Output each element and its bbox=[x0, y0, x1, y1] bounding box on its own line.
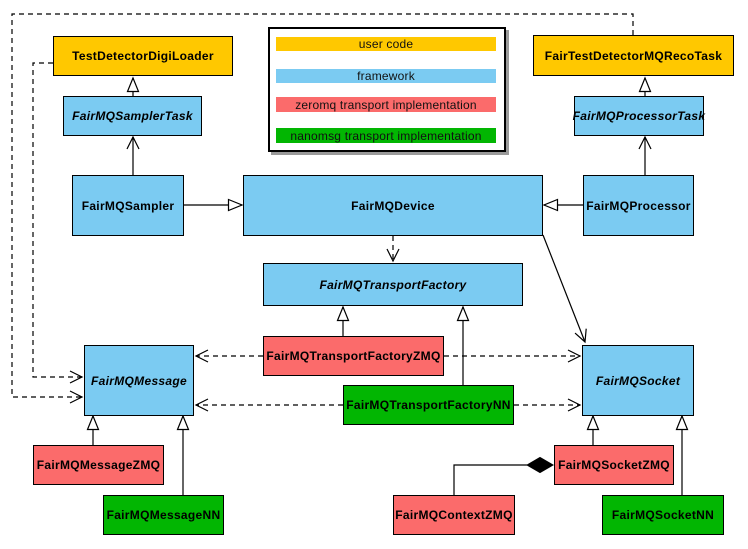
node-label: FairMQSamplerTask bbox=[72, 109, 193, 123]
node-fairtestdetectormqrecotask: FairTestDetectorMQRecoTask bbox=[533, 35, 734, 76]
node-fairmqmessage: FairMQMessage bbox=[84, 345, 194, 416]
node-label: FairMQMessageNN bbox=[106, 508, 221, 522]
node-fairmqsocketnn: FairMQSocketNN bbox=[602, 495, 724, 535]
node-label: FairMQTransportFactoryNN bbox=[346, 398, 511, 412]
node-label: FairMQSocketNN bbox=[611, 508, 715, 522]
node-fairmqprocessortask: FairMQProcessorTask bbox=[572, 96, 706, 136]
legend-label: zeromq transport implementation bbox=[295, 97, 477, 112]
node-fairmqsampler: FairMQSampler bbox=[72, 175, 184, 236]
node-label: TestDetectorDigiLoader bbox=[72, 49, 214, 63]
edge-digiloader-message bbox=[32, 62, 84, 384]
node-label: FairMQDevice bbox=[351, 198, 435, 213]
edge-contextzmq-socketzmq bbox=[453, 464, 527, 495]
node-fairmqdevice: FairMQDevice bbox=[243, 175, 543, 236]
node-label: FairMQTransportFactoryZMQ bbox=[266, 349, 441, 363]
node-fairmqtransportfactoryzmq: FairMQTransportFactoryZMQ bbox=[263, 336, 444, 376]
node-fairmqcontextzmq: FairMQContextZMQ bbox=[393, 495, 515, 535]
composition-diamond-icon bbox=[525, 456, 555, 474]
legend-label: nanomsg transport implementation bbox=[290, 128, 482, 143]
node-fairmqmessagezmq: FairMQMessageZMQ bbox=[33, 445, 164, 485]
node-fairmqsocketzmq: FairMQSocketZMQ bbox=[554, 445, 674, 485]
legend-label: framework bbox=[357, 69, 415, 83]
edge-recotask-message bbox=[11, 13, 634, 404]
node-label: FairMQProcessorTask bbox=[572, 109, 706, 123]
legend-label: user code bbox=[358, 37, 414, 51]
node-label: FairTestDetectorMQRecoTask bbox=[544, 48, 723, 63]
node-testdetectordigiloader: TestDetectorDigiLoader bbox=[53, 36, 233, 76]
node-fairmqtransportfactory: FairMQTransportFactory bbox=[263, 263, 523, 306]
node-label: FairMQTransportFactory bbox=[319, 277, 467, 292]
edge-device-socket bbox=[542, 234, 587, 344]
node-label: FairMQSampler bbox=[81, 198, 175, 213]
node-label: FairMQProcessor bbox=[586, 198, 691, 213]
legend-item-zeromq: zeromq transport implementation bbox=[276, 97, 496, 112]
node-label: FairMQContextZMQ bbox=[395, 508, 513, 522]
node-label: FairMQSocket bbox=[595, 373, 681, 388]
legend-item-nanomsg: nanomsg transport implementation bbox=[276, 128, 496, 143]
node-fairmqsamplertask: FairMQSamplerTask bbox=[63, 96, 202, 136]
legend-item-framework: framework bbox=[276, 69, 496, 83]
node-fairmqtransportfactorynn: FairMQTransportFactoryNN bbox=[343, 385, 514, 425]
legend-item-user-code: user code bbox=[276, 37, 496, 51]
node-fairmqsocket: FairMQSocket bbox=[582, 345, 694, 416]
node-label: FairMQMessageZMQ bbox=[36, 458, 161, 472]
node-fairmqprocessor: FairMQProcessor bbox=[583, 175, 694, 236]
legend: user code framework zeromq transport imp… bbox=[268, 27, 506, 152]
node-label: FairMQSocketZMQ bbox=[558, 458, 670, 472]
node-label: FairMQMessage bbox=[91, 373, 187, 388]
node-fairmqmessagenn: FairMQMessageNN bbox=[103, 495, 224, 535]
